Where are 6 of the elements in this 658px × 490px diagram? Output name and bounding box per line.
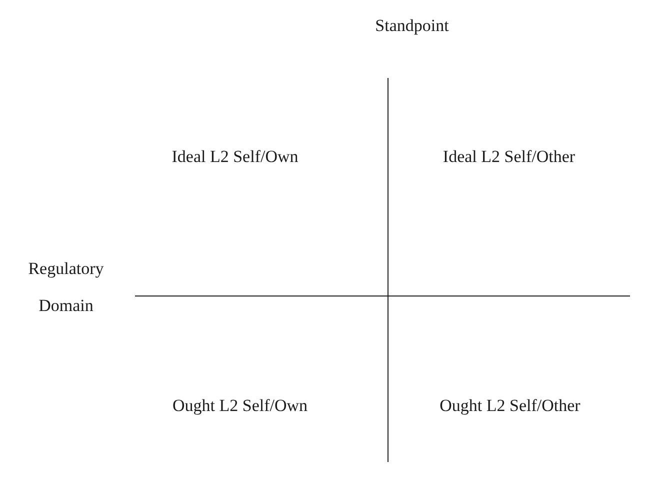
quadrant-label: Ought L2 Self/Other bbox=[440, 396, 580, 416]
axis-label: Standpoint bbox=[375, 16, 449, 36]
quadrant-label: Ideal L2 Self/Other bbox=[442, 147, 576, 167]
quadrant-label: Ideal L2 Self/Own bbox=[172, 147, 298, 167]
quadrant-label: Ought L2 Self/Own bbox=[172, 396, 308, 416]
axis-label: Regulatory Domain bbox=[27, 258, 105, 317]
